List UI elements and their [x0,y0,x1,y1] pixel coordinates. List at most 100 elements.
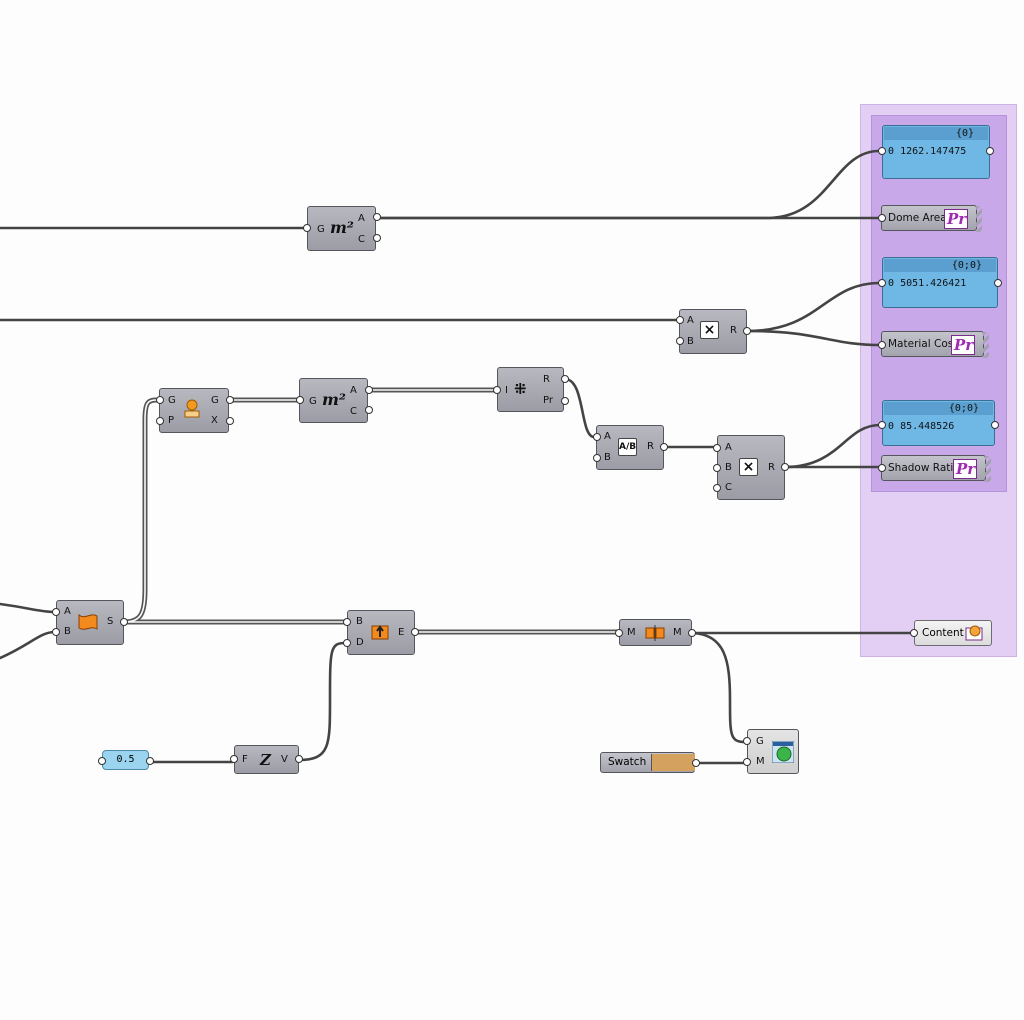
input-port-C[interactable]: C [725,482,732,493]
port-dot[interactable] [52,628,60,636]
number-slider[interactable]: 0.5 [102,750,149,770]
output-dome-area[interactable]: Dome Area Pr [881,205,982,232]
random-component[interactable]: I ⁜ R Pr [497,367,564,412]
output-port-R[interactable]: R [768,462,775,473]
output-port-M[interactable]: M [673,627,682,638]
multiplication-component-2[interactable]: A B C × R [717,435,785,500]
input-port-P[interactable]: P [168,415,175,426]
colour-swatch[interactable]: Swatch [600,752,695,773]
port-dot[interactable] [994,279,1002,287]
port-dot[interactable] [991,421,999,429]
unit-z-component[interactable]: F Z V [234,745,299,774]
port-dot[interactable] [230,755,238,763]
input-port-B[interactable]: B [725,462,732,473]
port-dot[interactable] [373,213,381,221]
output-port-R[interactable]: R [730,325,737,336]
port-dot[interactable] [692,759,700,767]
output-port-X[interactable]: X [211,415,218,426]
port-dot[interactable] [986,147,994,155]
port-dot[interactable] [878,464,886,472]
port-dot[interactable] [561,397,569,405]
output-port-A[interactable]: A [350,385,357,396]
port-dot[interactable] [615,629,623,637]
port-dot[interactable] [52,608,60,616]
swatch-color[interactable] [651,754,695,771]
port-dot[interactable] [593,433,601,441]
port-dot[interactable] [878,214,886,222]
port-dot[interactable] [781,463,789,471]
port-dot[interactable] [343,618,351,626]
port-dot[interactable] [713,464,721,472]
input-port-F[interactable]: F [242,754,248,765]
output-material-cost[interactable]: Material Cost Pr [881,331,989,358]
division-component[interactable]: A B A/B R [596,425,664,470]
port-dot[interactable] [343,639,351,647]
port-dot[interactable] [713,444,721,452]
output-port-A[interactable]: A [358,213,365,224]
port-dot[interactable] [878,421,886,429]
port-dot[interactable] [296,396,304,404]
panel-dome-area[interactable]: {0} 0 1262.147475 [882,125,990,179]
input-port-A[interactable]: A [604,431,611,442]
input-port-I[interactable]: I [505,385,508,396]
port-dot[interactable] [156,417,164,425]
input-port-G[interactable]: G [317,224,325,235]
extrude-component[interactable]: B D E [347,610,415,655]
merge-component[interactable]: M M [619,619,692,646]
port-dot[interactable] [226,396,234,404]
output-port-V[interactable]: V [281,754,288,765]
port-dot[interactable] [910,629,918,637]
port-dot[interactable] [676,316,684,324]
port-dot[interactable] [878,147,886,155]
input-port-D[interactable]: D [356,637,364,648]
area-component-2[interactable]: G m² A C [299,378,368,423]
port-dot[interactable] [411,628,419,636]
port-dot[interactable] [561,375,569,383]
port-dot[interactable] [878,341,886,349]
output-shadow-ratio[interactable]: Shadow Ratio Pr [881,455,991,482]
port-dot[interactable] [593,454,601,462]
port-dot[interactable] [743,737,751,745]
port-dot[interactable] [676,337,684,345]
input-port-B[interactable]: B [356,616,363,627]
panel-material-cost[interactable]: {0;0} 0 5051.426421 [882,257,998,308]
input-port-A[interactable]: A [64,606,71,617]
port-dot[interactable] [365,386,373,394]
output-port-Pr[interactable]: Pr [543,395,553,406]
port-dot[interactable] [146,757,154,765]
input-port-B[interactable]: B [64,626,71,637]
custom-preview-component[interactable]: G M [747,729,799,774]
closest-point-component[interactable]: G P G X [159,388,229,433]
area-component-1[interactable]: G m² A C [307,206,376,251]
panel-shadow-ratio[interactable]: {0;0} 0 85.448526 [882,400,995,446]
port-dot[interactable] [743,327,751,335]
port-dot[interactable] [743,758,751,766]
output-port-C[interactable]: C [350,406,357,417]
input-port-M[interactable]: M [756,756,765,767]
output-port-E[interactable]: E [398,627,405,638]
input-port-G[interactable]: G [168,395,176,406]
port-dot[interactable] [226,417,234,425]
port-dot[interactable] [688,629,696,637]
port-dot[interactable] [660,443,668,451]
port-dot[interactable] [493,386,501,394]
port-dot[interactable] [713,484,721,492]
port-dot[interactable] [295,755,303,763]
input-port-M[interactable]: M [627,627,636,638]
input-port-A[interactable]: A [687,315,694,326]
output-port-R[interactable]: R [543,374,550,385]
port-dot[interactable] [373,234,381,242]
output-port-G[interactable]: G [211,395,219,406]
content-output[interactable]: Content [914,620,992,646]
port-dot[interactable] [365,406,373,414]
port-dot[interactable] [120,618,128,626]
port-dot[interactable] [156,396,164,404]
multiplication-component-1[interactable]: A B × R [679,309,747,354]
input-port-B[interactable]: B [687,336,694,347]
output-port-R[interactable]: R [647,441,654,452]
input-port-G[interactable]: G [309,396,317,407]
port-dot[interactable] [303,224,311,232]
input-port-B[interactable]: B [604,452,611,463]
input-port-A[interactable]: A [725,442,732,453]
